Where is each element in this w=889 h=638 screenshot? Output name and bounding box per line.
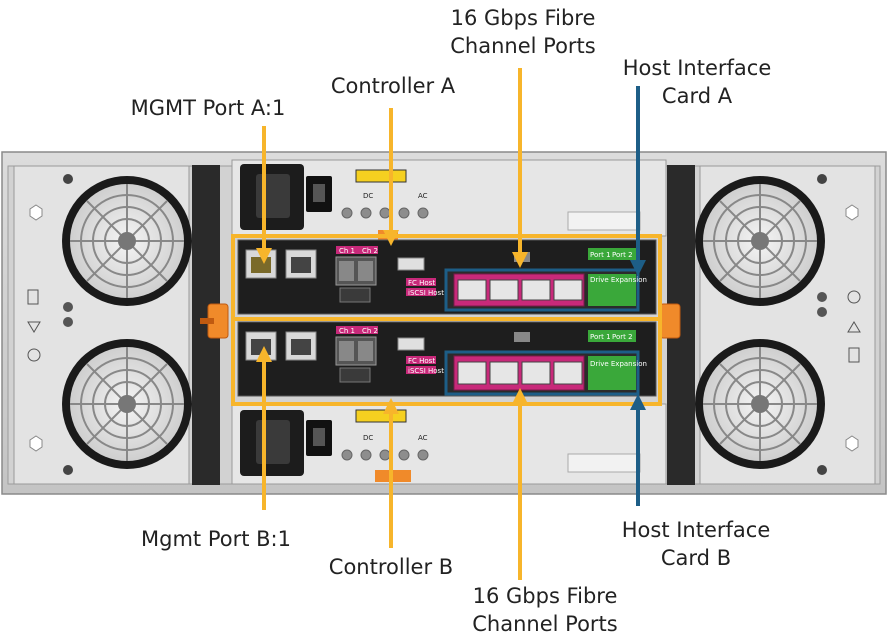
port2-label: Port 2	[612, 333, 633, 341]
iscsi-host-label: iSCSI Host	[408, 367, 444, 375]
warning-icon	[847, 321, 861, 333]
fan-grille-icon	[695, 176, 825, 306]
controller-a-module: Ch 1 Ch 2 FC Host iSCSI Host Drive Expan…	[237, 239, 657, 315]
ch1-label: Ch 1	[339, 327, 355, 335]
port1-label: Port 1	[590, 333, 611, 341]
power-supply-top: DC AC	[231, 159, 667, 240]
host-interface-card-a-label: Host Interface Card A	[622, 56, 772, 108]
fan-grille-icon	[62, 176, 192, 306]
dc-label: DC	[363, 192, 373, 200]
fan-grille-icon	[695, 339, 825, 469]
drive-expansion-label: Drive Expansion	[590, 360, 647, 368]
right-fan-module	[659, 165, 876, 485]
fc-host-label: FC Host	[408, 279, 435, 287]
fc-ports-top-label: 16 Gbps Fibre Channel Ports	[450, 6, 596, 58]
ac-label: AC	[418, 434, 428, 442]
warning-icon	[27, 321, 41, 333]
ac-label: AC	[418, 192, 428, 200]
port2-label: Port 2	[612, 251, 633, 259]
left-fan-module	[13, 165, 229, 485]
fc-ports-bottom-label: 16 Gbps Fibre Channel Ports	[472, 584, 618, 636]
host-interface-card-b-label: Host Interface Card B	[621, 518, 771, 570]
dc-label: DC	[363, 434, 373, 442]
iscsi-host-label: iSCSI Host	[408, 289, 444, 297]
drive-expansion-label: Drive Expansion	[590, 276, 647, 284]
power-icon	[27, 348, 41, 362]
callout-arrows-blue	[630, 86, 646, 506]
ch2-label: Ch 2	[362, 247, 378, 255]
port1-label: Port 1	[590, 251, 611, 259]
callout-arrows-orange	[256, 68, 528, 580]
controller-b-module: Ch 1 Ch 2 FC Host iSCSI Host Drive Expan…	[237, 321, 657, 397]
door-icon	[27, 289, 39, 305]
door-icon	[848, 347, 860, 363]
power-supply-bottom: DC AC	[231, 403, 667, 485]
ch1-label: Ch 1	[339, 247, 355, 255]
ch2-label: Ch 2	[362, 327, 378, 335]
power-icon	[847, 290, 861, 304]
mgmt-port-a-label: MGMT Port A:1	[130, 96, 286, 120]
fan-grille-icon	[62, 339, 192, 469]
controller-a-label: Controller A	[330, 74, 456, 98]
controller-b-label: Controller B	[328, 555, 454, 579]
fc-host-label: FC Host	[408, 357, 435, 365]
mgmt-port-b-label: Mgmt Port B:1	[141, 527, 291, 551]
